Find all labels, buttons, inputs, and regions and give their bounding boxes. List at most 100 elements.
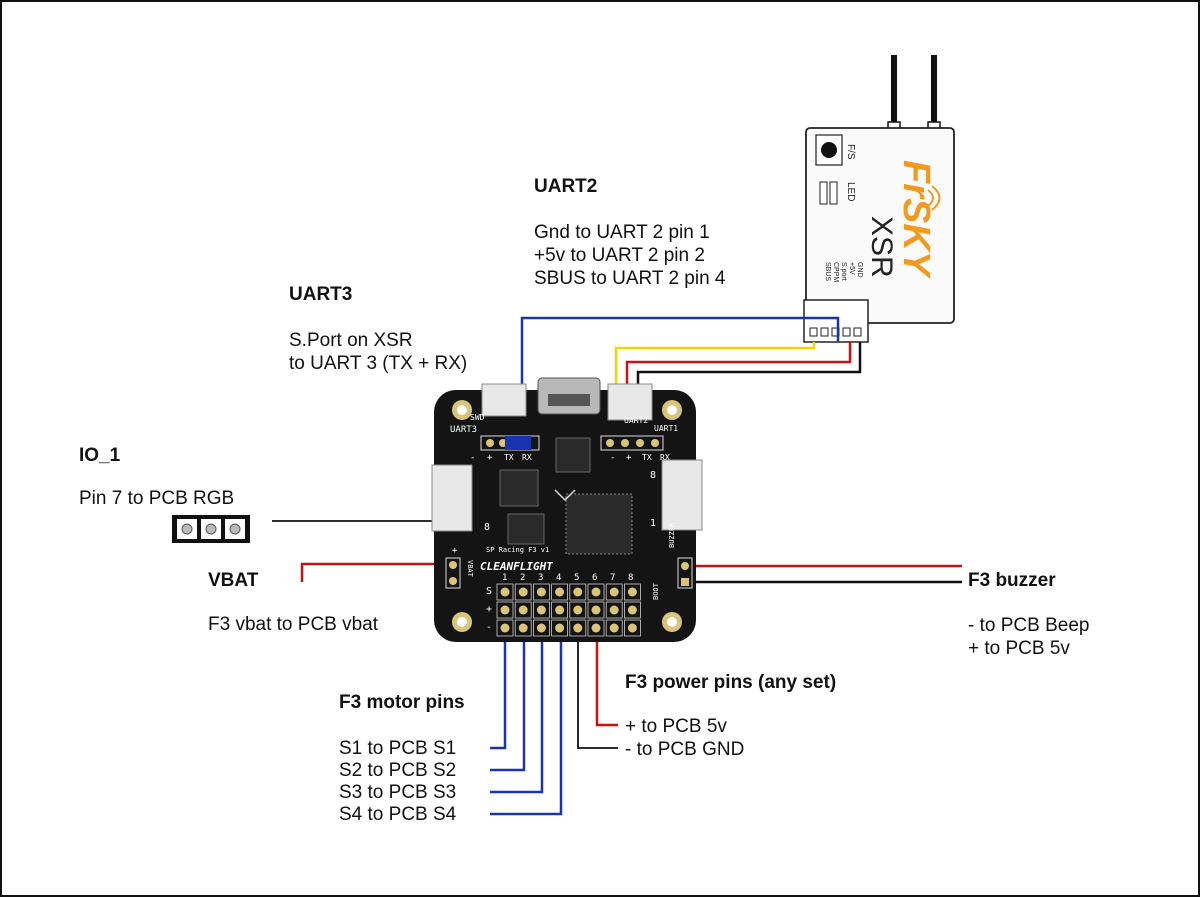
- motor-pin: [536, 623, 546, 633]
- silk-motor-6: 6: [592, 573, 597, 583]
- motor-pin-pad: [587, 601, 605, 619]
- wire-gnd: [636, 342, 862, 386]
- silk-io1-pin8: 8: [484, 522, 490, 533]
- silk-uart2: UART2: [624, 416, 648, 425]
- motor-pin: [500, 605, 510, 615]
- mount-hole-center: [667, 617, 677, 627]
- chip-sensor: [499, 469, 539, 507]
- uart3-title: UART3: [289, 284, 352, 305]
- uart3-pin: [486, 439, 494, 447]
- silk-uart2-minus: -: [610, 453, 615, 463]
- motor-pin: [609, 587, 619, 597]
- chip-baro: [507, 513, 545, 545]
- annotation-io1: IO_1 Pin 7 to PCB RGB: [79, 445, 234, 509]
- wire-motor-s2: [490, 608, 526, 772]
- receiver-connector-slot: [809, 327, 818, 337]
- uart2-line-2: +5v to UART 2 pin 2: [534, 245, 705, 266]
- wire-sbus: [614, 342, 816, 386]
- wire-motor-s3: [490, 608, 544, 794]
- motor-pin: [573, 623, 583, 633]
- led-window-1: [819, 181, 828, 205]
- vbat-line-1: F3 vbat to PCB vbat: [208, 614, 379, 635]
- silk-vbat-plus: +: [452, 546, 458, 556]
- motor-pin: [591, 605, 601, 615]
- motor-pin: [591, 587, 601, 597]
- fs-button: [821, 142, 837, 158]
- motor-pin: [573, 605, 583, 615]
- led-window-2: [829, 181, 838, 205]
- silk-uart2-tx: TX: [642, 453, 652, 462]
- uart2-header-outline: [600, 435, 664, 451]
- pin-label-5v: +5V: [848, 262, 855, 275]
- motor-pin: [518, 605, 528, 615]
- buzzer-title: F3 buzzer: [968, 570, 1056, 591]
- wire-5v: [625, 342, 852, 386]
- arrow-icon: [554, 489, 576, 502]
- io1-title: IO_1: [79, 445, 121, 466]
- swd-connector: [481, 383, 527, 417]
- vbat-pad-outline: [445, 557, 461, 589]
- receiver-pin-labels: GND +5V S.port CPPM SBUS: [824, 262, 863, 282]
- motor-pin-pad: [533, 619, 550, 637]
- motor-pin-pad: [624, 601, 641, 619]
- motor-pin-pad: [605, 583, 623, 601]
- silk-motor-5: 5: [574, 573, 579, 583]
- silk-io2-pin8: 8: [650, 470, 656, 481]
- receiver-model: XSR: [865, 216, 898, 278]
- silk-power-plus: +: [486, 604, 492, 615]
- motor-pin: [609, 623, 619, 633]
- wire-power-plus: [595, 628, 618, 727]
- uart2-title: UART2: [534, 176, 597, 197]
- motor-title: F3 motor pins: [339, 692, 465, 713]
- silk-motor-2: 2: [520, 573, 525, 583]
- motor-pin: [555, 605, 565, 615]
- motor-pin: [518, 623, 528, 633]
- buzzer-line-1: - to PCB Beep: [968, 615, 1089, 636]
- motor-line-3: S3 to PCB S3: [339, 782, 456, 803]
- silk-motor-4: 4: [556, 573, 561, 583]
- annotation-uart3: UART3 S.Port on XSR to UART 3 (TX + RX): [289, 284, 467, 374]
- motor-line-1: S1 to PCB S1: [339, 738, 456, 759]
- flight-controller-board: UART3 SWD UART2 UART1 TX RX - + - + TX R…: [431, 377, 703, 642]
- power-line-1: + to PCB 5v: [625, 716, 727, 737]
- motor-pin-grid: [496, 583, 641, 637]
- motor-pin-pad: [587, 619, 605, 637]
- motor-pin: [609, 605, 619, 615]
- uart2-pin: [621, 439, 629, 447]
- pin-label-cppm: CPPM: [832, 262, 839, 282]
- wire-power-minus: [577, 628, 618, 749]
- silk-cleanflight: CLEANFLIGHT: [480, 560, 553, 573]
- motor-pin: [518, 587, 528, 597]
- motor-pin-pad: [624, 619, 641, 637]
- silk-uart3-plus: +: [487, 453, 493, 463]
- motor-pin: [555, 587, 565, 597]
- silk-motor-7: 7: [610, 573, 615, 583]
- receiver-connector-slot: [842, 327, 851, 337]
- silk-motor-8: 8: [628, 573, 633, 583]
- receiver-connector-slot: [853, 327, 862, 337]
- mount-hole-center: [457, 405, 467, 415]
- annotation-motor: F3 motor pins S1 to PCB S1 S2 to PCB S2 …: [339, 692, 465, 825]
- vbat-pad-minus: [449, 577, 457, 585]
- motor-pin: [536, 605, 546, 615]
- motor-pin: [627, 605, 637, 615]
- silk-vbat: VBAT: [466, 560, 474, 578]
- usb-port-opening: [548, 394, 590, 406]
- silk-buzzer: BUZZER: [668, 522, 676, 548]
- silk-motor-3: 3: [538, 573, 543, 583]
- motor-pin-pad: [624, 583, 641, 601]
- motor-pin-pad: [551, 619, 568, 637]
- signal-waves-icon: [927, 185, 941, 211]
- silk-uart2-rx: RX: [660, 453, 670, 462]
- buzzer-line-2: + to PCB 5v: [968, 638, 1070, 659]
- motor-number-row: 1 2 3 4 5 6 7 8: [502, 573, 633, 583]
- motor-pin-pad: [496, 583, 514, 601]
- motor-pin-pad: [514, 583, 532, 601]
- silk-uart3-tx: TX: [504, 453, 514, 462]
- mount-hole-center: [667, 405, 677, 415]
- annotation-uart2: UART2 Gnd to UART 2 pin 1 +5v to UART 2 …: [534, 176, 726, 289]
- motor-pin-pad: [514, 619, 532, 637]
- mount-hole-center: [457, 617, 467, 627]
- silk-uart3-rx: RX: [522, 453, 532, 462]
